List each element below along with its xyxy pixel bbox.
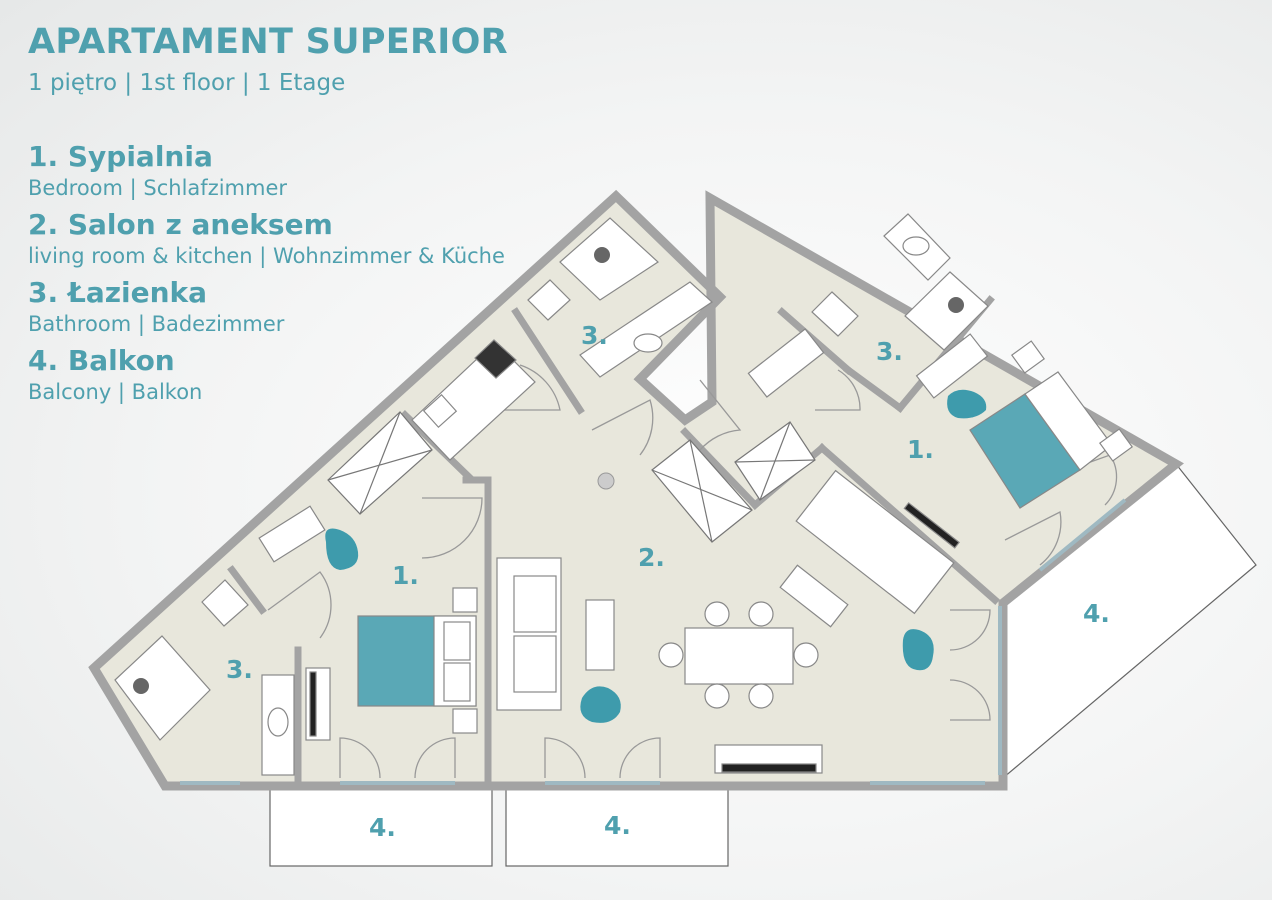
column-icon <box>597 472 615 490</box>
shower-drain-icon <box>594 247 610 263</box>
nightstand <box>1098 428 1134 462</box>
balcony-middle <box>505 785 729 867</box>
bathroom-left-fixtures <box>114 579 295 776</box>
floor-subtitle: 1 piętro | 1st floor | 1 Etage <box>28 70 346 96</box>
armchair-icon <box>580 686 621 723</box>
label-bedroom-right: 1. <box>907 435 934 464</box>
side-table <box>779 564 849 628</box>
balcony-left <box>269 785 493 867</box>
legend: APARTAMENT SUPERIOR 1 piętro | 1st floor… <box>28 22 508 412</box>
wardrobes <box>327 411 816 543</box>
door-swings <box>267 364 1118 779</box>
tv <box>721 763 817 773</box>
legend-bedroom-name: 1. Sypialnia <box>28 140 213 173</box>
nightstand <box>452 708 478 734</box>
legend-bathroom-desc: Bathroom | Badezimmer <box>28 312 285 336</box>
shower-tray <box>904 271 989 351</box>
toilet <box>201 579 249 627</box>
sink <box>267 707 289 737</box>
sink <box>902 236 930 256</box>
bathroom-top-fixtures <box>527 217 713 378</box>
vanity <box>579 281 713 378</box>
legend-bathroom-name: 3. Łazienka <box>28 276 208 309</box>
cooktop <box>474 339 517 379</box>
sink <box>633 333 663 353</box>
armchair-icon <box>947 389 987 419</box>
shower-drain-icon <box>133 678 149 694</box>
bedroom-right-furniture <box>747 328 1134 549</box>
bedroom-left-furniture <box>258 505 478 741</box>
tv <box>903 502 960 549</box>
legend-balcony-name: 4. Balkon <box>28 344 175 377</box>
label-balcony-right: 4. <box>1083 599 1110 628</box>
label-balcony-middle: 4. <box>604 811 631 840</box>
kitchen-counter <box>411 339 536 461</box>
label-bath-top: 3. <box>581 321 608 350</box>
tv <box>309 671 317 737</box>
legend-bedroom-desc: Bedroom | Schlafzimmer <box>28 176 288 200</box>
legend-balcony-desc: Balcony | Balkon <box>28 380 203 404</box>
windows <box>180 498 1127 785</box>
toilet <box>527 279 571 321</box>
desk <box>258 505 326 563</box>
label-bath-right: 3. <box>876 337 903 366</box>
label-bedroom-left: 1. <box>392 561 419 590</box>
legend-living-desc: living room & kitchen | Wohnzimmer & Küc… <box>28 244 505 268</box>
page-title: APARTAMENT SUPERIOR <box>28 22 508 62</box>
living-room-furniture <box>496 469 955 774</box>
desk <box>915 333 989 399</box>
dining-chairs <box>658 601 819 709</box>
sofa-right <box>795 469 955 615</box>
shower-tray <box>114 635 211 741</box>
nightstand <box>1010 340 1046 374</box>
dining-table <box>684 627 794 685</box>
nightstand <box>452 587 478 613</box>
wardrobe <box>747 328 825 398</box>
label-balcony-left: 4. <box>369 813 396 842</box>
armchair-icon <box>902 629 934 671</box>
coffee-table <box>585 599 615 671</box>
label-living: 2. <box>638 543 665 572</box>
shower-drain-icon <box>948 297 964 313</box>
kitchen-sink <box>422 393 458 429</box>
toilet <box>811 291 859 337</box>
legend-living-name: 2. Salon z aneksem <box>28 208 333 241</box>
label-bath-left: 3. <box>226 655 253 684</box>
armchair-icon <box>325 528 359 570</box>
bathroom-right-fixtures <box>811 213 989 351</box>
balconies <box>269 463 1257 867</box>
shower-tray <box>559 217 659 301</box>
